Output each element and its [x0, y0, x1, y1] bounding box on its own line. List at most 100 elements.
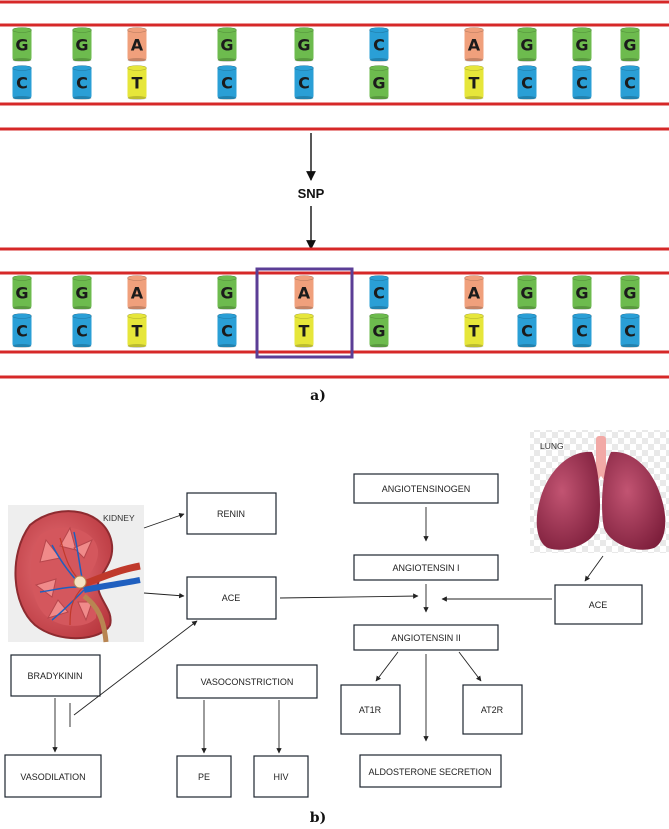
base-A-top-6: A [464, 27, 484, 62]
base-G-top-0: G [12, 27, 32, 62]
lung-label: LUNG [540, 441, 564, 451]
hiv-label: HIV [273, 772, 288, 782]
base-letter: G [520, 284, 533, 303]
base-C-bottom-0: C [12, 65, 32, 100]
base-letter: C [16, 74, 28, 93]
base-G-top-3: G [217, 27, 237, 62]
base-letter: C [576, 322, 588, 341]
ace-right-label: ACE [589, 600, 608, 610]
base-C-top-5: C [369, 27, 389, 62]
base-G-top-9: G [620, 27, 640, 62]
base-T-bottom-2: T [127, 65, 147, 100]
base-G-top-8: G [572, 27, 592, 62]
ace-right-box [554, 584, 643, 625]
arrow-ii-to-at1r [375, 651, 399, 682]
base-letter: C [221, 322, 233, 341]
base-letter: G [623, 284, 636, 303]
base-C-bottom-8: C [572, 313, 592, 348]
arrow-ii-to-at2r [458, 651, 482, 682]
base-letter: G [520, 36, 533, 55]
at1r-box [340, 684, 401, 735]
base-letter: C [221, 74, 233, 93]
base-G-bottom-5: G [369, 313, 389, 348]
angiotensinogen-box [353, 473, 499, 504]
base-G-top-7: G [517, 27, 537, 62]
base-letter: C [624, 322, 636, 341]
base-C-bottom-3: C [217, 65, 237, 100]
at1r-label: AT1R [359, 705, 382, 715]
snp-label: SNP [298, 186, 325, 201]
arrow-inhibit-to-ace [73, 620, 198, 716]
base-letter: C [76, 322, 88, 341]
base-C-bottom-1: C [72, 313, 92, 348]
base-letter: T [132, 322, 143, 341]
renin-box [186, 492, 277, 535]
kidney-illustration: KIDNEY [8, 505, 144, 643]
base-letter: C [76, 74, 88, 93]
base-C-bottom-4: C [294, 65, 314, 100]
ace-left-box [186, 576, 277, 620]
base-C-bottom-9: C [620, 65, 640, 100]
angiotensin-i-box [353, 554, 499, 581]
base-C-top-5: C [369, 275, 389, 310]
base-letter: G [75, 284, 88, 303]
base-letter: G [15, 36, 28, 55]
aldosterone-box [359, 754, 502, 788]
base-letter: T [469, 74, 480, 93]
base-G-top-7: G [517, 275, 537, 310]
base-letter: G [220, 36, 233, 55]
base-letter: C [298, 74, 310, 93]
base-A-top-2: A [127, 275, 147, 310]
base-G-top-1: G [72, 27, 92, 62]
base-G-top-8: G [572, 275, 592, 310]
base-letter: G [297, 36, 310, 55]
base-G-top-9: G [620, 275, 640, 310]
base-G-bottom-5: G [369, 65, 389, 100]
angiotensin-ii-box [353, 624, 499, 651]
base-letter: A [468, 36, 481, 55]
base-A-top-6: A [464, 275, 484, 310]
base-C-bottom-3: C [217, 313, 237, 348]
base-letter: A [131, 36, 144, 55]
base-letter: C [16, 322, 28, 341]
panel-b-raas: KIDNEY LUNG [4, 430, 669, 826]
base-letter: T [299, 322, 310, 341]
at2r-box [462, 684, 523, 735]
base-letter: A [298, 284, 311, 303]
base-G-top-0: G [12, 275, 32, 310]
base-letter: A [468, 284, 481, 303]
base-C-bottom-1: C [72, 65, 92, 100]
angiotensinogen-label: ANGIOTENSINOGEN [382, 484, 471, 494]
base-G-top-1: G [72, 275, 92, 310]
base-letter: C [521, 74, 533, 93]
arrow-ace-to-angiotensin [279, 593, 419, 599]
base-letter: C [624, 74, 636, 93]
base-T-bottom-6: T [464, 65, 484, 100]
base-G-top-3: G [217, 275, 237, 310]
base-C-bottom-7: C [517, 65, 537, 100]
base-C-bottom-8: C [572, 65, 592, 100]
lung-illustration: LUNG [530, 430, 669, 553]
base-letter: G [575, 36, 588, 55]
panel-b-label: b) [310, 810, 326, 826]
base-C-bottom-9: C [620, 313, 640, 348]
vasoconstriction-label: VASOCONSTRICTION [201, 677, 294, 687]
base-C-bottom-0: C [12, 313, 32, 348]
base-letter: T [132, 74, 143, 93]
base-T-bottom-6: T [464, 313, 484, 348]
panel-a-label: a) [310, 388, 326, 404]
ace-left-label: ACE [222, 593, 241, 603]
base-C-bottom-7: C [517, 313, 537, 348]
aldosterone-label: ALDOSTERONE SECRETION [368, 767, 491, 777]
arrow-kidney-to-renin [143, 513, 185, 529]
base-letter: C [521, 322, 533, 341]
kidney-label: KIDNEY [103, 513, 135, 523]
base-T-bottom-2: T [127, 313, 147, 348]
snp-highlight-box [255, 267, 354, 359]
base-T-bottom-4: T [294, 313, 314, 348]
base-letter: A [131, 284, 144, 303]
